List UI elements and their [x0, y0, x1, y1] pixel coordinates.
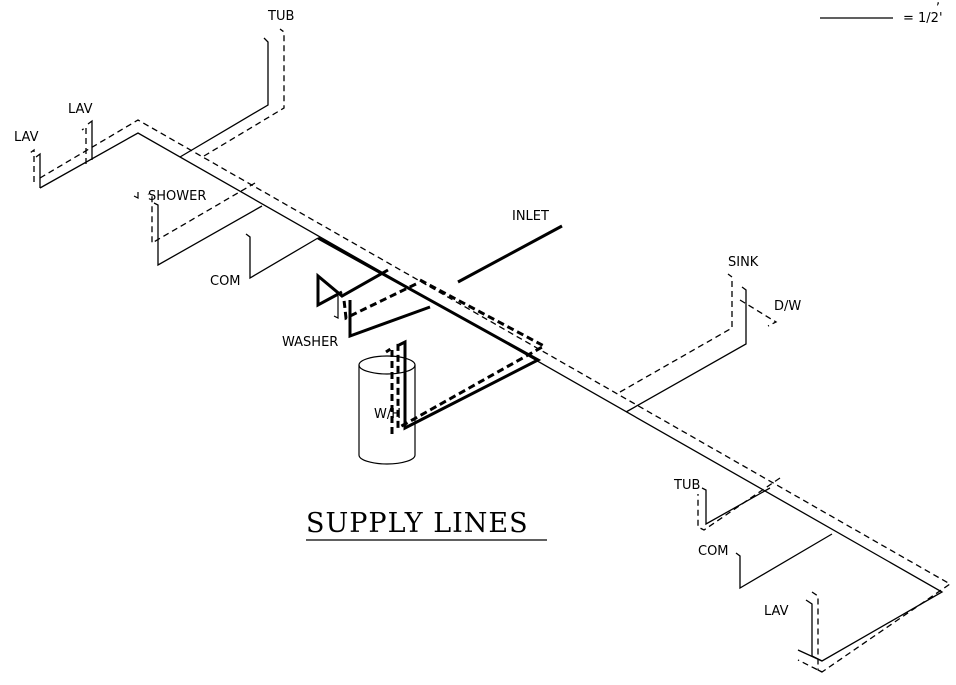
sink-cold-riser [625, 286, 747, 413]
lav3-cold-riser [805, 599, 823, 662]
label-shower: SHOWER [148, 189, 206, 204]
heater-hot-top [385, 345, 394, 434]
washer-heater-loop [316, 236, 548, 434]
tub-top-cold-riser [179, 37, 269, 158]
heater-top-ellipse [358, 355, 416, 375]
label-com-2: COM [698, 544, 729, 559]
label-lav-3: LAV [764, 604, 789, 619]
heater-bottom-arc [358, 454, 416, 465]
shower-branch [133, 182, 263, 267]
washer-hot-line [342, 282, 417, 321]
lav1-cold-riser [35, 152, 41, 188]
label-com-1: COM [210, 274, 241, 289]
tub-top-hot-riser [203, 28, 285, 157]
label-water-heater: W/H [374, 407, 401, 422]
lav2-hot-riser [81, 125, 87, 164]
heater-cold-top [398, 339, 407, 348]
hot-main-line [39, 119, 952, 673]
lav3-hot-riser [811, 591, 823, 673]
lav1-hot-riser [29, 148, 35, 182]
shower-valve-mark [133, 192, 139, 199]
tub-bottom-cold-riser [701, 487, 771, 526]
tub-top-branch [179, 28, 285, 158]
shower-cold-riser [153, 202, 263, 267]
label-tub-bottom: TUB [673, 478, 700, 493]
legend: = 1/2' , [820, 0, 943, 26]
com-left-cold-riser [245, 233, 319, 280]
label-inlet: INLET [512, 209, 549, 224]
fixture-labels: TUB LAV LAV SHOWER COM WASHER W/H INLET … [14, 9, 801, 619]
tub-bottom-hot-riser [697, 477, 781, 531]
com-left-branch [245, 233, 319, 280]
dw-hot-line [739, 299, 778, 327]
washer-valve-mark [333, 296, 339, 319]
cold-main-line [39, 132, 944, 662]
com-bottom-cold-riser [735, 533, 833, 590]
inlet-line [457, 224, 563, 284]
lav2-cold-riser [87, 119, 93, 160]
tub-bottom-branch [697, 477, 781, 531]
washer-box [316, 268, 389, 308]
com-bottom-branch [735, 533, 833, 590]
lav-branches-left [29, 119, 93, 188]
shower-hot-riser [147, 182, 256, 245]
heater-cold-line [317, 236, 542, 431]
diagram-title: SUPPLY LINES [306, 508, 529, 539]
label-washer: WASHER [282, 335, 338, 350]
label-dishwasher: D/W [774, 299, 801, 314]
sink-dw-branch [619, 273, 778, 413]
washer-cold-line [348, 300, 431, 339]
label-sink: SINK [728, 255, 759, 270]
label-tub-top: TUB [267, 9, 294, 24]
sink-hot-riser [619, 273, 733, 393]
heater-hot-line [396, 278, 548, 431]
legend-scale-label: = 1/2' [903, 11, 943, 26]
inlet-pipe [457, 224, 563, 284]
label-lav-2: LAV [14, 130, 39, 145]
label-lav-1: LAV [68, 102, 93, 117]
legend-truncated-label: , [936, 0, 940, 8]
water-heater-tank [358, 355, 416, 465]
diagram-title-group: SUPPLY LINES [306, 508, 547, 541]
lav-bottom-branch [805, 591, 823, 673]
